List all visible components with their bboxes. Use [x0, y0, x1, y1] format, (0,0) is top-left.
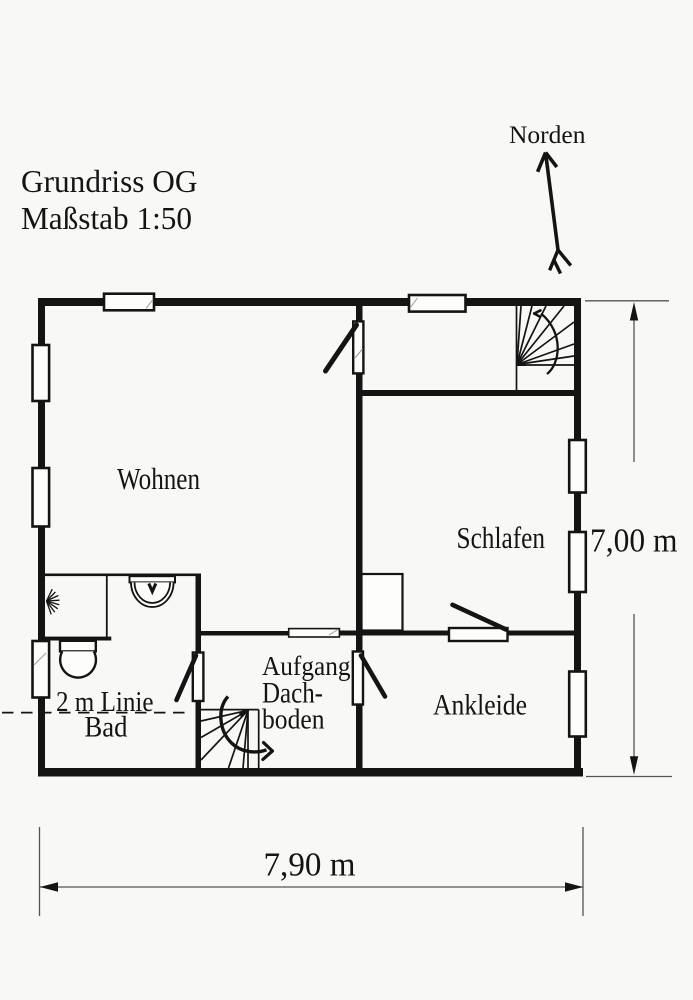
svg-text:Maßstab 1:50: Maßstab 1:50 — [21, 201, 192, 236]
svg-text:Bad: Bad — [85, 711, 128, 744]
svg-text:Wohnen: Wohnen — [117, 461, 200, 496]
svg-text:Ankleide: Ankleide — [433, 690, 527, 722]
svg-text:Grundriss OG: Grundriss OG — [21, 164, 198, 199]
svg-text:Dach-: Dach- — [262, 677, 323, 710]
svg-text:7,90 m: 7,90 m — [264, 847, 356, 884]
svg-text:2 m Linie: 2 m Linie — [56, 687, 154, 718]
svg-text:Norden: Norden — [509, 120, 586, 149]
svg-text:Aufgang: Aufgang — [262, 650, 351, 681]
svg-text:boden: boden — [262, 704, 325, 736]
svg-text:Schlafen: Schlafen — [457, 520, 546, 555]
svg-text:7,00 m: 7,00 m — [590, 523, 678, 560]
